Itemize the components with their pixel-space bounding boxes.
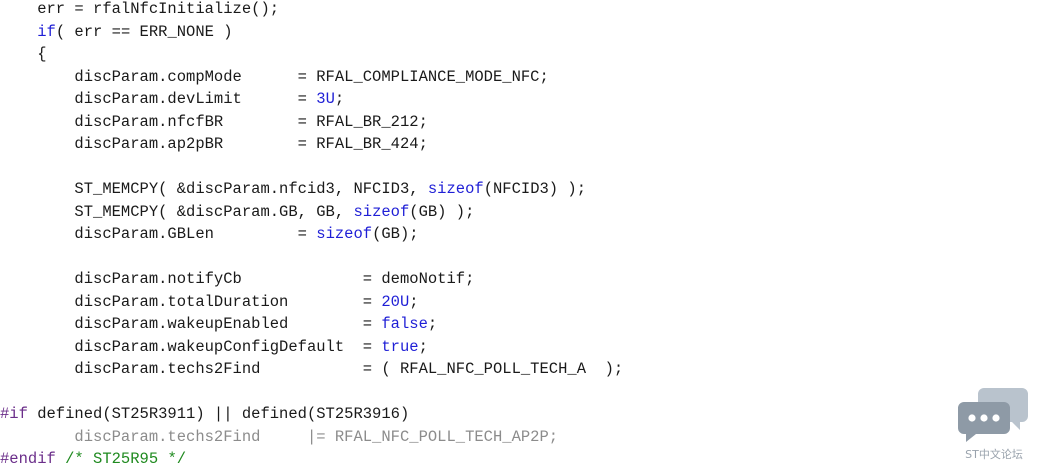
code-token-kw: sizeof	[316, 225, 373, 243]
code-line: discParam.devLimit = 3U;	[0, 88, 623, 111]
code-line	[0, 156, 623, 179]
code-token: ;	[427, 315, 438, 333]
code-line: ST_MEMCPY( &discParam.GB, GB, sizeof(GB)…	[0, 201, 623, 224]
code-token: err = rfalNfcInitialize();	[0, 0, 280, 18]
code-token: ( err == ERR_NONE )	[55, 22, 233, 41]
code-token: discParam.notifyCb = demoNotif;	[0, 270, 475, 288]
code-block[interactable]: err = rfalNfcInitialize(); if( err == ER…	[0, 0, 623, 471]
code-token: ST_MEMCPY( &discParam.nfcid3, NFCID3,	[0, 180, 428, 198]
code-token: discParam.nfcfBR = RFAL_BR_212;	[0, 112, 428, 131]
code-token-pre: #if	[0, 405, 28, 423]
code-token-pre: #endif	[0, 450, 56, 468]
code-line: discParam.nfcfBR = RFAL_BR_212;	[0, 111, 623, 134]
code-token-num: 3U	[316, 90, 335, 108]
code-token-num: 20U	[381, 292, 410, 311]
code-token: discParam.devLimit =	[0, 90, 317, 108]
code-line: discParam.techs2Find |= RFAL_NFC_POLL_TE…	[0, 426, 623, 449]
code-token-kw: sizeof	[353, 202, 410, 221]
code-line: discParam.notifyCb = demoNotif;	[0, 268, 623, 291]
code-token: {	[0, 45, 47, 63]
code-token-kw: false	[381, 315, 428, 333]
code-line: discParam.techs2Find = ( RFAL_NFC_POLL_T…	[0, 358, 623, 381]
code-line: discParam.totalDuration = 20U;	[0, 291, 623, 314]
code-token-dim: discParam.techs2Find |= RFAL_NFC_POLL_TE…	[0, 427, 559, 446]
code-line: discParam.ap2pBR = RFAL_BR_424;	[0, 133, 623, 156]
code-line: #endif /* ST25R95 */	[0, 448, 623, 471]
code-line	[0, 246, 623, 269]
code-line: ST_MEMCPY( &discParam.nfcid3, NFCID3, si…	[0, 178, 623, 201]
code-token: discParam.totalDuration =	[0, 292, 382, 311]
chat-bubbles-icon	[958, 388, 1028, 442]
code-line: discParam.wakeupEnabled = false;	[0, 313, 623, 336]
code-token: ;	[334, 90, 345, 108]
code-line: discParam.wakeupConfigDefault = true;	[0, 336, 623, 359]
code-line: #if defined(ST25R3911) || defined(ST25R3…	[0, 403, 623, 426]
code-line: if( err == ERR_NONE )	[0, 21, 623, 44]
code-line: err = rfalNfcInitialize();	[0, 0, 623, 21]
code-token-cmt: /* ST25R95 */	[65, 450, 187, 468]
code-token-kw: sizeof	[427, 180, 484, 198]
code-token: discParam.compMode = RFAL_COMPLIANCE_MOD…	[0, 67, 549, 86]
code-token: (NFCID3) );	[483, 180, 587, 198]
code-token-kw: true	[381, 337, 419, 356]
code-token: discParam.techs2Find = ( RFAL_NFC_POLL_T…	[0, 360, 624, 378]
code-token: ;	[409, 292, 419, 311]
code-token: discParam.wakeupEnabled =	[0, 315, 382, 333]
code-line: {	[0, 43, 623, 66]
code-token: ;	[418, 337, 428, 356]
code-token	[56, 450, 65, 468]
code-token: (GB) );	[409, 202, 475, 221]
code-token: discParam.GBLen =	[0, 225, 317, 243]
code-line: discParam.compMode = RFAL_COMPLIANCE_MOD…	[0, 66, 623, 89]
watermark-text: ST中文论坛	[965, 448, 1023, 461]
code-token: discParam.ap2pBR = RFAL_BR_424;	[0, 135, 428, 153]
code-token: ST_MEMCPY( &discParam.GB, GB,	[0, 202, 354, 221]
code-token: (GB);	[372, 225, 419, 243]
forum-watermark: ST中文论坛	[956, 384, 1032, 464]
code-line	[0, 381, 623, 404]
code-token: defined(ST25R3911) || defined(ST25R3916)	[27, 405, 410, 423]
code-line: discParam.GBLen = sizeof(GB);	[0, 223, 623, 246]
code-token: discParam.wakeupConfigDefault =	[0, 337, 382, 356]
code-token-kw: if	[37, 22, 56, 41]
code-token	[0, 23, 37, 41]
